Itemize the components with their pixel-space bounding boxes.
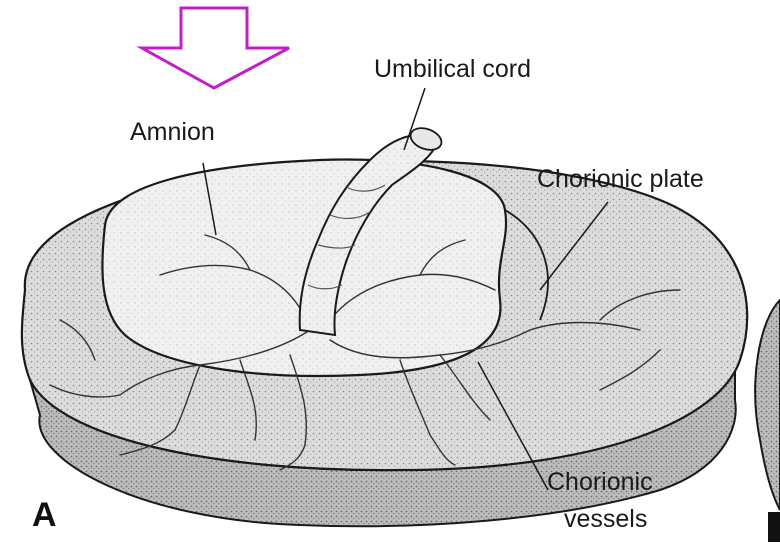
label-amnion: Amnion: [130, 118, 215, 147]
panel-b-partial-shape: [755, 300, 780, 510]
panel-b-partial-letter: [768, 512, 780, 542]
panel-letter: A: [32, 496, 57, 535]
down-arrow-outline-icon: [142, 8, 289, 88]
label-chorionic-vessels-line2: vessels: [564, 505, 647, 534]
label-umbilical-cord: Umbilical cord: [374, 55, 531, 84]
chorionic-plate: [102, 159, 506, 375]
label-chorionic-vessels-line1: Chorionic: [547, 468, 653, 497]
label-chorionic-plate: Chorionic plate: [537, 165, 704, 194]
